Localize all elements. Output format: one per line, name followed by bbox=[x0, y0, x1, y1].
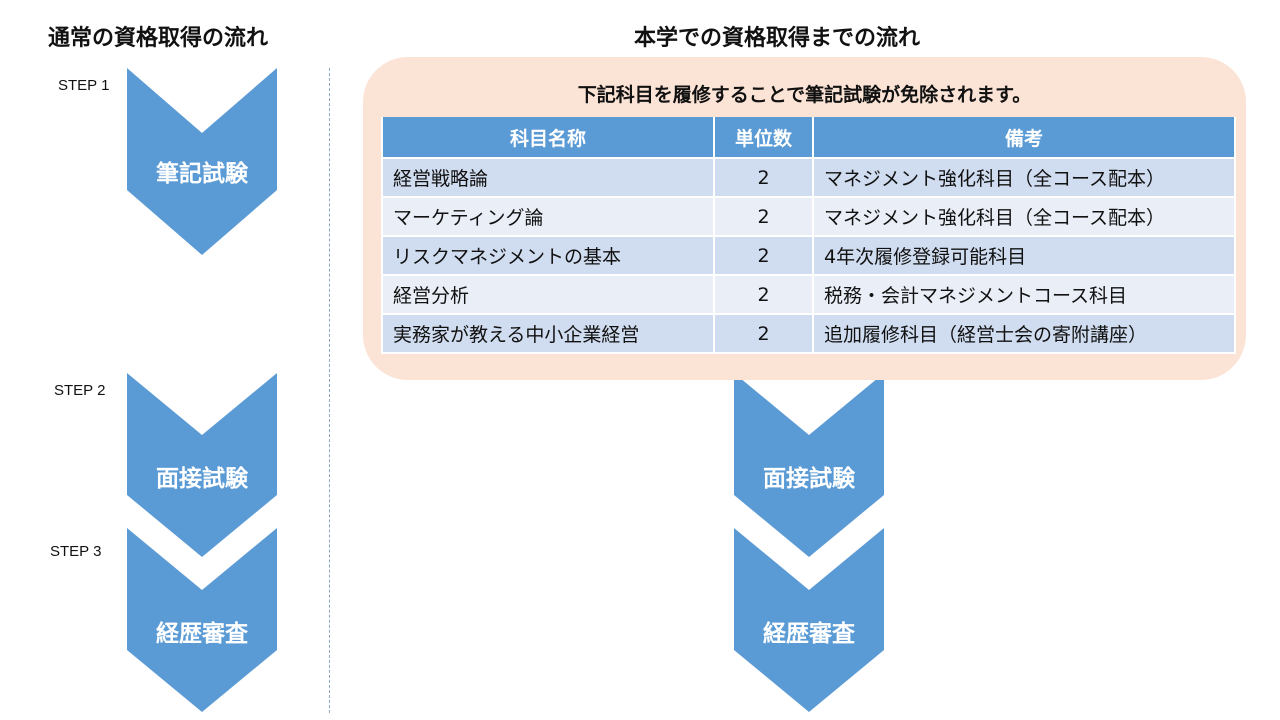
header-course-name: 科目名称 bbox=[381, 117, 715, 159]
remarks: マネジメント強化科目（全コース配本） bbox=[812, 157, 1236, 198]
table-row: 経営分析 2 税務・会計マネジメントコース科目 bbox=[381, 274, 1236, 315]
step-3-label: STEP 3 bbox=[50, 543, 102, 560]
remarks: 税務・会計マネジメントコース科目 bbox=[812, 274, 1236, 315]
chevron-shape bbox=[127, 528, 277, 712]
course-name: マーケティング論 bbox=[381, 196, 715, 237]
right-title: 本学での資格取得までの流れ bbox=[634, 26, 921, 51]
chevron-career-right: 経歴審査 bbox=[734, 528, 884, 714]
remarks: 追加履修科目（経営士会の寄附講座） bbox=[812, 313, 1236, 354]
credits: 2 bbox=[713, 196, 814, 237]
chevron-label: 面接試験 bbox=[763, 466, 855, 492]
table-row: 実務家が教える中小企業経営 2 追加履修科目（経営士会の寄附講座） bbox=[381, 313, 1236, 354]
chevron-label: 面接試験 bbox=[156, 466, 248, 492]
chevron-label: 経歴審査 bbox=[156, 621, 248, 647]
chevron-shape bbox=[127, 68, 277, 255]
table-row: マーケティング論 2 マネジメント強化科目（全コース配本） bbox=[381, 196, 1236, 237]
course-name: 経営戦略論 bbox=[381, 157, 715, 198]
course-name: リスクマネジメントの基本 bbox=[381, 235, 715, 276]
course-name: 経営分析 bbox=[381, 274, 715, 315]
credits: 2 bbox=[713, 235, 814, 276]
chevron-interview-left: 面接試験 bbox=[127, 373, 277, 559]
step-1-label: STEP 1 bbox=[58, 77, 110, 94]
table-row: リスクマネジメントの基本 2 4年次履修登録可能科目 bbox=[381, 235, 1236, 276]
exemption-note: 下記科目を履修することで筆記試験が免除されます。 bbox=[577, 84, 1032, 106]
credits: 2 bbox=[713, 313, 814, 354]
exemption-table: 科目名称 単位数 備考 経営戦略論 2 マネジメント強化科目（全コース配本） マ… bbox=[381, 117, 1236, 354]
credits: 2 bbox=[713, 274, 814, 315]
step-2-label: STEP 2 bbox=[54, 382, 106, 399]
chevron-shape bbox=[127, 373, 277, 557]
course-name: 実務家が教える中小企業経営 bbox=[381, 313, 715, 354]
header-remarks: 備考 bbox=[812, 117, 1236, 159]
table-row: 経営戦略論 2 マネジメント強化科目（全コース配本） bbox=[381, 157, 1236, 198]
header-credits: 単位数 bbox=[713, 117, 814, 159]
chevron-interview-right: 面接試験 bbox=[734, 373, 884, 559]
chevron-shape bbox=[734, 528, 884, 712]
credits: 2 bbox=[713, 157, 814, 198]
table-header: 科目名称 単位数 備考 bbox=[381, 117, 1236, 159]
chevron-label: 筆記試験 bbox=[156, 161, 248, 187]
remarks: 4年次履修登録可能科目 bbox=[812, 235, 1236, 276]
remarks: マネジメント強化科目（全コース配本） bbox=[812, 196, 1236, 237]
chevron-career-left: 経歴審査 bbox=[127, 528, 277, 714]
chevron-shape bbox=[734, 373, 884, 557]
divider bbox=[329, 68, 330, 713]
chevron-label: 経歴審査 bbox=[763, 621, 855, 647]
chevron-written-exam: 筆記試験 bbox=[127, 68, 277, 255]
left-title: 通常の資格取得の流れ bbox=[48, 26, 269, 51]
